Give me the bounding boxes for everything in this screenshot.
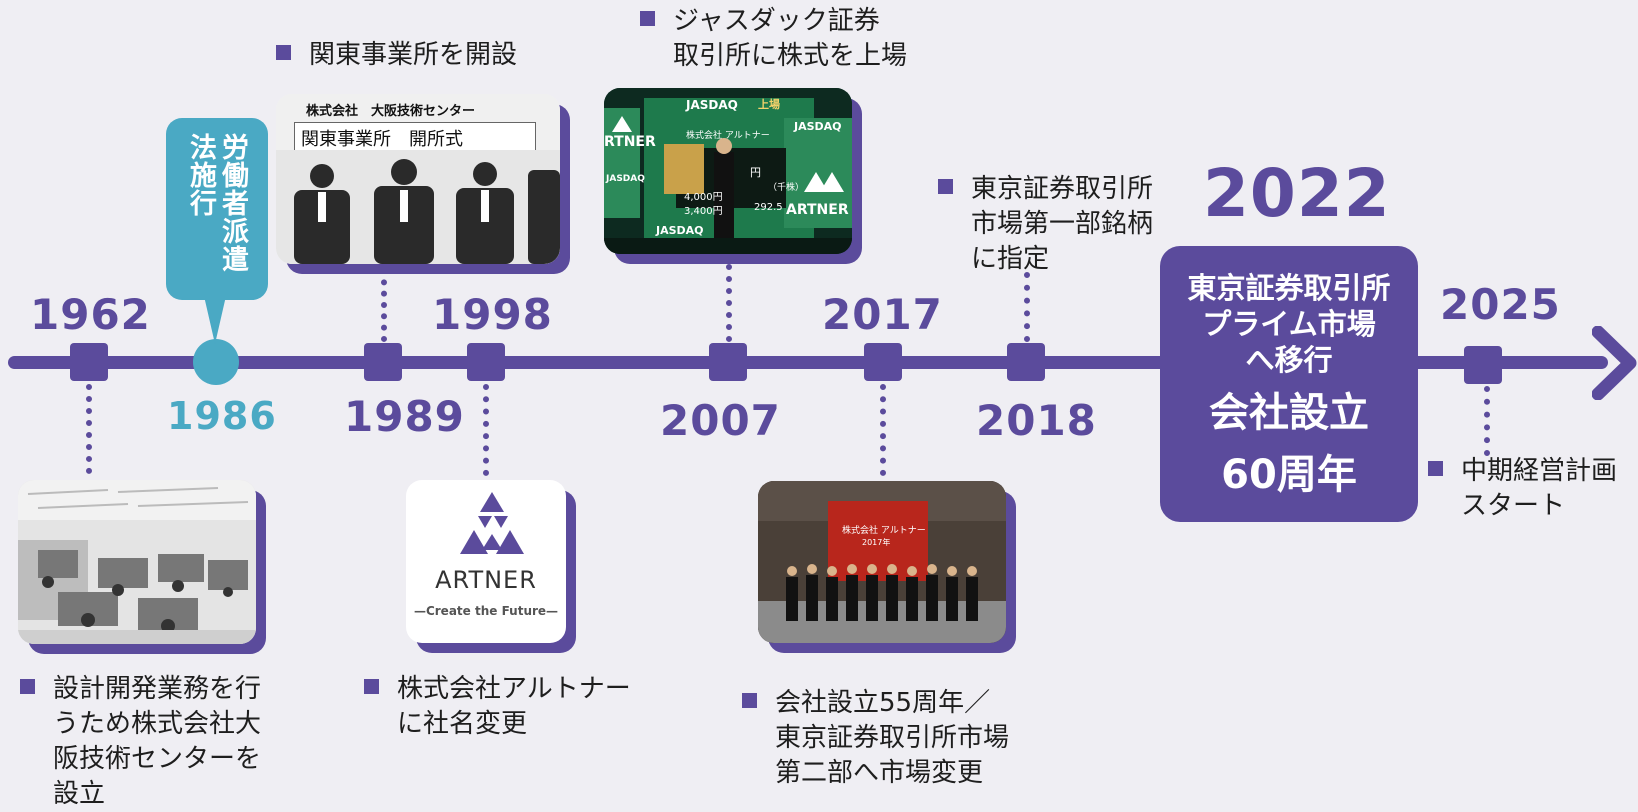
- connector-2017: [880, 384, 886, 476]
- jasdaq-floor-logo: JASDAQ: [656, 224, 704, 237]
- jasdaq-side-logo: JASDAQ: [794, 120, 842, 133]
- year-label-2025: 2025: [1440, 280, 1561, 329]
- bullet-icon: [276, 45, 291, 60]
- milestone-2022-line-1: 東京証券取引所: [1187, 271, 1391, 305]
- note-1989: 関東事業所を開設: [276, 38, 517, 73]
- bullet-icon: [640, 11, 655, 26]
- note-1989-line-1: 関東事業所を開設: [309, 40, 518, 70]
- note-1998-line-1: 株式会社アルトナー: [397, 674, 631, 704]
- artner-logo-text: ARTNER: [435, 566, 537, 594]
- artner-left-logo: RTNER: [604, 134, 656, 150]
- office-photo-illustration: [18, 480, 256, 644]
- node-1962: [70, 343, 108, 381]
- jasdaq-banner: JASDAQ: [686, 98, 738, 112]
- photo-1989-opening-ceremony: 株式会社 大阪技術センター 関東事業所 開所式: [276, 94, 560, 264]
- milestone-2022-line-2: プライム市場: [1202, 307, 1376, 341]
- board-price-1: 4,000円: [684, 192, 723, 203]
- node-2025: [1464, 346, 1502, 384]
- photo-2017-tse-ceremony: 株式会社 アルトナー 2017年: [758, 481, 1006, 643]
- milestone-2022-line-5: 60周年: [1221, 452, 1357, 498]
- listing-banner: 上場: [758, 98, 780, 111]
- note-2007-line-1: ジャスダック証券: [673, 6, 880, 36]
- note-2007: ジャスダック証券 取引所に株式を上場: [640, 4, 907, 74]
- timeline-arrowhead: [1592, 326, 1637, 400]
- tse-ceremony-illustration: [758, 481, 1006, 643]
- year-label-1998: 1998: [432, 290, 553, 339]
- node-1986: [193, 339, 239, 385]
- jasdaq-stage-illustration: [604, 88, 852, 254]
- board-shares-unit: （千株）: [768, 183, 805, 193]
- connector-1989: [381, 268, 387, 342]
- note-2018-line-3: に指定: [971, 244, 1050, 274]
- photo-1962-office: [18, 480, 256, 644]
- note-1962-line-4: 設立: [53, 779, 106, 809]
- board-price-2: 3,400円: [684, 206, 723, 217]
- tse-screen-line-1: 株式会社 アルトナー: [842, 526, 926, 536]
- board-price-unit: 円: [750, 166, 761, 179]
- note-2025-line-1: 中期経営計画: [1461, 456, 1618, 486]
- flag-pointer: [204, 296, 226, 344]
- connector-2018: [1024, 272, 1030, 342]
- year-label-2018: 2018: [976, 396, 1097, 445]
- bullet-icon: [364, 679, 379, 694]
- board-company: 株式会社 アルトナー: [686, 131, 770, 141]
- jasdaq-left-logo: JASDAQ: [606, 174, 645, 184]
- bullet-icon: [742, 693, 757, 708]
- bullet-icon: [20, 679, 35, 694]
- note-2017-line-1: 会社設立55周年／: [775, 688, 991, 718]
- year-label-1986: 1986: [167, 394, 277, 438]
- connector-2025: [1484, 386, 1490, 456]
- year-label-2007: 2007: [660, 396, 781, 445]
- artner-tagline: —Create the Future—: [413, 604, 559, 618]
- board-price-3: 292.5: [754, 202, 783, 213]
- ceremony-people-illustration: [276, 150, 560, 264]
- node-2017: [864, 343, 902, 381]
- note-1962-line-3: 阪技術センターを: [53, 744, 262, 774]
- note-2025-line-2: スタート: [1461, 491, 1566, 521]
- labor-dispatch-law-flag: 労働者派遣法施行: [166, 118, 268, 300]
- connector-1998: [483, 384, 489, 476]
- note-2007-line-2: 取引所に株式を上場: [673, 41, 908, 71]
- note-1962: 設計開発業務を行 うため株式会社大 阪技術センターを 設立: [20, 672, 261, 812]
- node-2007: [709, 343, 747, 381]
- year-label-2022: 2022: [1203, 155, 1391, 232]
- note-1998-line-2: に社名変更: [397, 709, 528, 739]
- note-1998: 株式会社アルトナー に社名変更: [364, 672, 631, 742]
- node-2018: [1007, 343, 1045, 381]
- milestone-2022-box: 東京証券取引所 プライム市場 へ移行 会社設立 60周年: [1160, 246, 1418, 522]
- note-2018-line-2: 市場第一部銘柄: [971, 209, 1154, 239]
- node-1989: [364, 343, 402, 381]
- note-2017-line-2: 東京証券取引所市場: [775, 723, 1010, 753]
- note-1962-line-2: うため株式会社大: [53, 709, 262, 739]
- note-2018-line-1: 東京証券取引所: [971, 174, 1154, 204]
- connector-1962: [86, 384, 92, 474]
- sign-line-1: 株式会社 大阪技術センター: [306, 104, 476, 119]
- note-1962-line-1: 設計開発業務を行: [53, 674, 262, 704]
- artner-triangle-logo-icon: [460, 492, 524, 554]
- connector-2007: [726, 264, 732, 342]
- photo-2007-jasdaq-listing: JASDAQ 上場 JASDAQ 株式会社 アルトナー 円 （千株） 4,000…: [604, 88, 852, 254]
- note-2018: 東京証券取引所 市場第一部銘柄 に指定: [938, 172, 1153, 277]
- milestone-2022-line-4: 会社設立: [1209, 390, 1369, 436]
- bullet-icon: [938, 179, 953, 194]
- note-2017-line-3: 第二部へ市場変更: [775, 758, 984, 788]
- year-label-2017: 2017: [822, 290, 943, 339]
- milestone-2022-line-3: へ移行: [1245, 343, 1333, 377]
- bullet-icon: [1428, 461, 1443, 476]
- note-2025: 中期経営計画 スタート: [1428, 454, 1617, 524]
- artner-logo-card: ARTNER —Create the Future—: [406, 480, 566, 643]
- node-1998: [467, 343, 505, 381]
- year-label-1962: 1962: [30, 290, 151, 339]
- artner-stage-logo: ARTNER: [786, 202, 849, 218]
- year-label-1989: 1989: [344, 392, 465, 441]
- note-2017: 会社設立55周年／ 東京証券取引所市場 第二部へ市場変更: [742, 686, 1009, 791]
- tse-screen-line-2: 2017年: [862, 538, 891, 547]
- labor-dispatch-law-text: 労働者派遣法施行: [185, 133, 248, 273]
